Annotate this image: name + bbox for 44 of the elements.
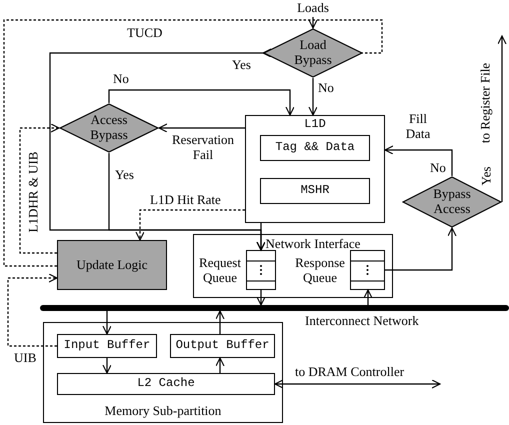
node-caption: Request Queue [196, 256, 244, 286]
arrow [108, 89, 295, 116]
partition-box [43, 322, 283, 423]
node-label: L1D [304, 118, 326, 132]
dashed-arrow [7, 273, 58, 347]
process-box [57, 240, 167, 290]
dashed-arrow [19, 123, 60, 254]
cache-box [57, 373, 275, 395]
node-label: Bypass Access [432, 187, 472, 217]
node-label: Loads [297, 1, 329, 16]
arrow [256, 290, 266, 306]
node-label: L2 Cache [137, 377, 195, 391]
node-label: Input Buffer [64, 339, 150, 353]
interface-box [193, 234, 393, 298]
node-label: Access Bypass [89, 113, 129, 143]
tag-data-box [260, 135, 370, 161]
buffer-box [57, 334, 157, 358]
buffer-box [170, 334, 275, 358]
arrow [497, 35, 507, 202]
arrow [363, 289, 373, 305]
mshr-box [260, 178, 370, 204]
arrow [308, 78, 318, 116]
dashed-arrow [135, 209, 245, 241]
arrow [158, 123, 245, 133]
node-label: Update Logic [76, 258, 148, 272]
node-label: Memory Sub-partition [104, 404, 222, 419]
arrow [215, 357, 225, 373]
node-label: Tag && Data [275, 141, 355, 155]
node-label: Load Bypass [293, 38, 333, 68]
node-label: Output Buffer [176, 339, 270, 353]
arrow [384, 145, 453, 176]
cache-box [245, 115, 385, 223]
arrow [308, 17, 318, 29]
arrow [385, 227, 457, 271]
dashed-arrow [3, 19, 383, 267]
annotation-label: to Register File [478, 62, 494, 144]
arrow [102, 311, 112, 335]
node-label: Network Interface [266, 237, 360, 252]
node-label: MSHR [300, 184, 330, 198]
arrow [102, 358, 112, 374]
arrow [256, 223, 266, 251]
arrow [215, 310, 225, 334]
arrow [274, 379, 441, 389]
interconnect-bus-bar [40, 305, 509, 311]
